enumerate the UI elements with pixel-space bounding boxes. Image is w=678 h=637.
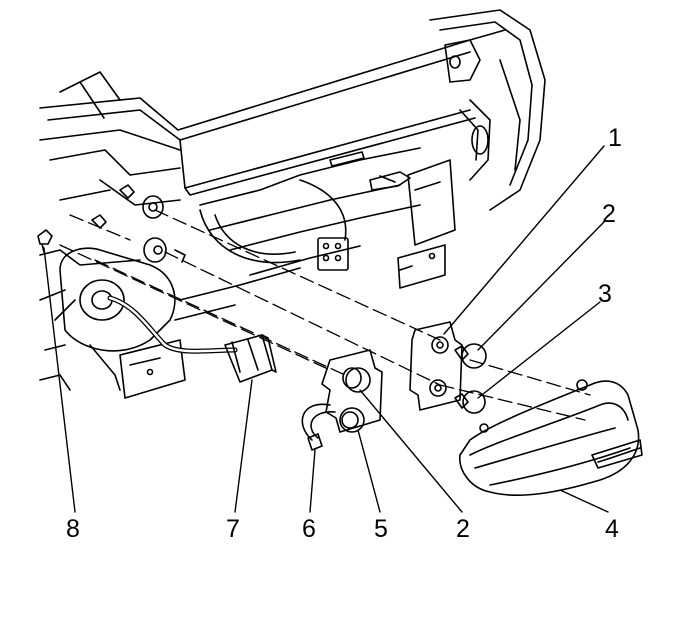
leader-lines xyxy=(43,145,609,513)
callout-7: 7 xyxy=(226,515,240,543)
body-grommets xyxy=(142,195,186,263)
upper-socket-bracket xyxy=(409,321,463,411)
callout-4: 4 xyxy=(605,515,619,543)
bulb-lower-right xyxy=(454,390,486,414)
rear-body-panel xyxy=(39,9,546,399)
bulb-upper xyxy=(454,343,487,369)
callout-6: 6 xyxy=(302,515,316,543)
callout-3: 3 xyxy=(598,280,612,308)
lower-socket-bracket xyxy=(321,349,383,433)
bulb-lower-left xyxy=(339,367,371,433)
push-in-retainers xyxy=(37,184,135,253)
wiring-harness xyxy=(107,295,277,383)
callout-2-lower: 2 xyxy=(456,515,470,543)
callout-1: 1 xyxy=(608,124,622,152)
tail-lamp-assembly xyxy=(459,379,643,497)
callout-2-upper: 2 xyxy=(602,200,616,228)
alignment-lines xyxy=(59,209,591,421)
marker-socket xyxy=(301,403,336,451)
callout-5: 5 xyxy=(374,515,388,543)
callout-8: 8 xyxy=(66,515,80,543)
